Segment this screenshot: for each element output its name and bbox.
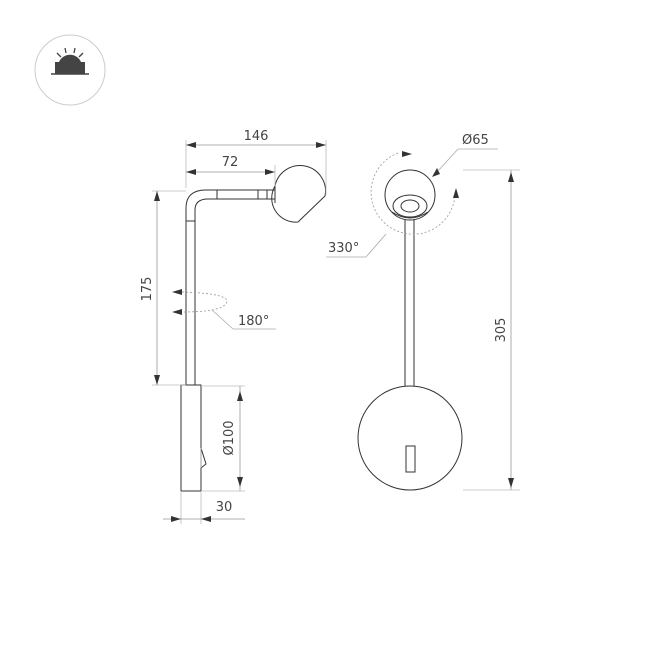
dim-head-diameter: Ø65 — [462, 133, 489, 148]
dim-head-rotation: 330° — [328, 241, 359, 256]
dim-rotation: 180° — [238, 314, 269, 329]
front-dimensions: Ø65 330° 305 — [326, 133, 520, 491]
front-view — [357, 169, 463, 491]
dim-arm-reach: 72 — [222, 155, 239, 170]
dim-base-diameter: Ø100 — [222, 420, 237, 455]
wall-light-mount-icon — [34, 34, 106, 106]
dim-base-depth: 30 — [216, 500, 233, 515]
side-dimensions: 146 72 175 180° Ø100 30 — [140, 129, 327, 524]
dim-arm-height: 175 — [140, 277, 155, 302]
dim-total-height: 305 — [494, 318, 509, 343]
dim-total-reach: 146 — [244, 129, 269, 144]
side-view — [180, 165, 326, 492]
